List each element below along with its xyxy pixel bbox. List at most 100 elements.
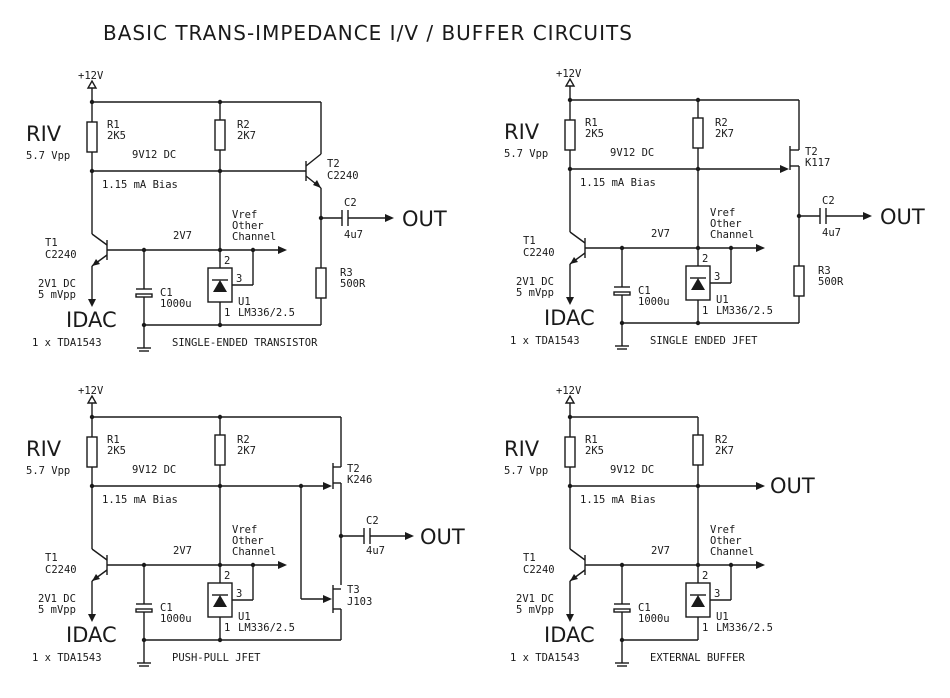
pin3: 3: [714, 271, 720, 283]
c1-value: 1000u: [638, 613, 670, 625]
u1-name: U1: [238, 611, 251, 623]
t2-part: K117: [805, 157, 830, 169]
supply-arrow-icon: [86, 79, 98, 89]
circuit-external-buffer: +12V RIV 5.7 Vpp R1 2K5 R2 2K7 9V12 DC 1…: [504, 385, 815, 667]
diode-icon: [213, 595, 227, 607]
c1-value: 1000u: [160, 613, 192, 625]
sheet-title: BASIC TRANS-IMPEDANCE I/V / BUFFER CIRCU…: [103, 21, 633, 45]
supply-arrow-icon: [564, 394, 576, 404]
c2-name: C2: [366, 515, 379, 527]
t1-name: T1: [523, 235, 536, 247]
pin2: 2: [224, 570, 230, 582]
resistor-r2: [214, 434, 226, 466]
idac-label: IDAC: [544, 623, 595, 647]
c1-name: C1: [160, 602, 173, 614]
vref-2: Other: [710, 218, 742, 230]
riv-level: 5.7 Vpp: [504, 465, 548, 477]
r1-value: 2K5: [585, 445, 604, 457]
r3-value: 500R: [818, 276, 844, 288]
u1-part: LM336/2.5: [238, 307, 295, 319]
t2-part: K246: [347, 474, 372, 486]
v2v7-label: 2V7: [651, 545, 670, 557]
supply-rail: +12V: [78, 70, 321, 105]
t1-name: T1: [523, 552, 536, 564]
pin3: 3: [714, 588, 720, 600]
c1-name: C1: [638, 285, 651, 297]
t2-name: T2: [327, 158, 340, 170]
out-arrow-icon: [405, 532, 414, 540]
out-label: OUT: [420, 525, 465, 549]
supply-label: +12V: [556, 68, 582, 80]
out-label: OUT: [402, 207, 447, 231]
caption: EXTERNAL BUFFER: [650, 652, 746, 664]
resistor-r2: [214, 119, 226, 151]
diode-icon: [691, 595, 705, 607]
u1-name: U1: [716, 294, 729, 306]
dac-chip: 1 x TDA1543: [32, 337, 102, 349]
r2-name: R2: [715, 117, 728, 129]
c1-name: C1: [160, 287, 173, 299]
riv-level: 5.7 Vpp: [26, 465, 70, 477]
riv-level: 5.7 Vpp: [26, 150, 70, 162]
transistor-t1: [91, 233, 108, 305]
c2-name: C2: [822, 195, 835, 207]
caption: PUSH-PULL JFET: [172, 652, 261, 664]
pin2: 2: [702, 253, 708, 265]
supply-label: +12V: [78, 385, 104, 397]
dac-ac: 5 mVpp: [38, 289, 76, 301]
dac-ac: 5 mVpp: [516, 287, 554, 299]
t2-part: C2240: [327, 170, 359, 182]
t1-name: T1: [45, 237, 58, 249]
vref-2: Other: [232, 220, 264, 232]
transistor-t2: [305, 102, 322, 268]
dac-dc: 2V1 DC: [516, 276, 554, 288]
vref-3: Channel: [710, 229, 754, 241]
r2-value: 2K7: [237, 130, 256, 142]
pin1: 1: [702, 622, 708, 634]
supply-label: +12V: [556, 385, 582, 397]
t1-part: C2240: [523, 247, 555, 259]
r1-value: 2K5: [107, 130, 126, 142]
diode-icon: [691, 278, 705, 290]
dc-label: 9V12 DC: [132, 149, 176, 161]
resistor-r1: [86, 121, 98, 153]
r3-name: R3: [818, 265, 831, 277]
out-arrow-icon: [863, 212, 872, 220]
circuit-single-ended-transistor: +12V RIV 5.7 Vpp R1 2K5 R2 2K7 9V12 DC 1…: [26, 70, 447, 352]
vref-3: Channel: [232, 231, 276, 243]
r3-name: R3: [340, 267, 353, 279]
dac-dc: 2V1 DC: [38, 278, 76, 290]
r1-name: R1: [585, 117, 598, 129]
vref-1: Vref: [232, 209, 257, 221]
r2-name: R2: [237, 434, 250, 446]
t3-name: T3: [347, 584, 360, 596]
vref-1: Vref: [232, 524, 257, 536]
u1-part: LM336/2.5: [716, 622, 773, 634]
circuit-single-ended-jfet: +12V RIV 5.7 Vpp R1 2K5 R2 2K7 9V12 DC 1…: [504, 68, 925, 350]
riv-label: RIV: [504, 437, 540, 461]
t1-name: T1: [45, 552, 58, 564]
resistor-r1: [564, 119, 576, 151]
r2-value: 2K7: [237, 445, 256, 457]
c2-value: 4u7: [366, 545, 385, 557]
c2-name: C2: [344, 197, 357, 209]
dac-ac: 5 mVpp: [38, 604, 76, 616]
resistor-r2: [692, 117, 704, 149]
bias-label: 1.15 mA Bias: [102, 179, 178, 191]
r1-name: R1: [107, 119, 120, 131]
c2-value: 4u7: [822, 227, 841, 239]
c2-value: 4u7: [344, 229, 363, 241]
dc-label: 9V12 DC: [132, 464, 176, 476]
riv-level: 5.7 Vpp: [504, 148, 548, 160]
r3-value: 500R: [340, 278, 366, 290]
vref-1: Vref: [710, 207, 735, 219]
dc-label: 9V12 DC: [610, 147, 654, 159]
r2-name: R2: [237, 119, 250, 131]
r2-name: R2: [715, 434, 728, 446]
v2v7-label: 2V7: [173, 545, 192, 557]
jfet-t2: [323, 417, 342, 585]
r1-value: 2K5: [585, 128, 604, 140]
out-arrow-icon: [756, 482, 765, 490]
out-arrow-icon: [385, 214, 394, 222]
